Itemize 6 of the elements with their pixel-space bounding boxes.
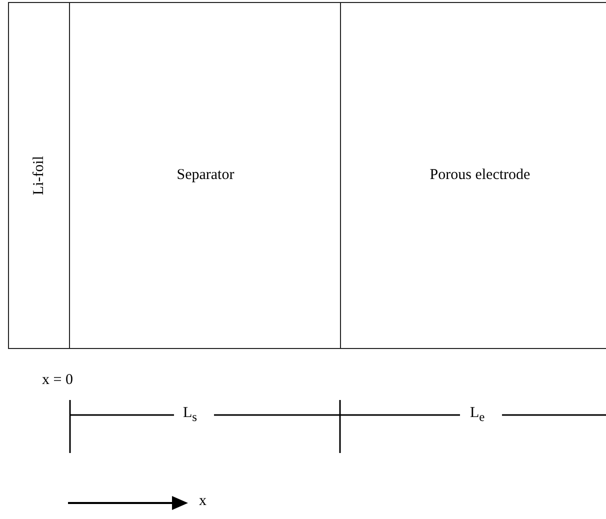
layer-box	[340, 2, 606, 349]
layer-box	[8, 2, 71, 349]
layer-box	[69, 2, 342, 349]
layer-label: Separator	[176, 167, 234, 184]
layer-label: Li-foil	[31, 156, 48, 196]
layer-label: Porous electrode	[430, 167, 530, 184]
